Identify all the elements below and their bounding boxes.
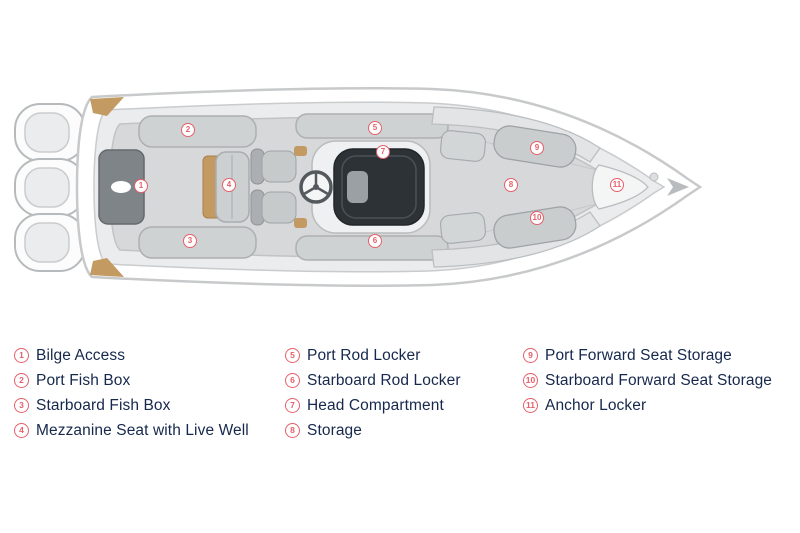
- legend-label: Storage: [307, 421, 362, 439]
- legend-label: Anchor Locker: [545, 396, 647, 414]
- callout-marker-3: 3: [183, 234, 197, 248]
- legend: 1 Bilge Access 2 Port Fish Box 3 Starboard Fi…: [14, 343, 800, 443]
- legend-number-badge: 9: [523, 348, 538, 363]
- stern-corner-pad-port: [90, 97, 124, 116]
- legend-label: Mezzanine Seat with Live Well: [36, 421, 249, 439]
- legend-number-badge: 2: [14, 373, 29, 388]
- legend-number-badge: 6: [285, 373, 300, 388]
- legend-label: Port Forward Seat Storage: [545, 346, 732, 364]
- starboard-mid-cushion: [439, 212, 487, 244]
- legend-item-7: 7 Head Compartment: [285, 393, 523, 418]
- legend-item-6: 6 Starboard Rod Locker: [285, 368, 523, 393]
- callout-marker-5: 5: [368, 121, 382, 135]
- legend-number-badge: 4: [14, 423, 29, 438]
- stern-corner-pad-starboard: [90, 258, 124, 277]
- legend-label: Port Fish Box: [36, 371, 131, 389]
- callout-marker-2: 2: [181, 123, 195, 137]
- callout-marker-11: 11: [610, 178, 624, 192]
- legend-label: Bilge Access: [36, 346, 126, 364]
- starboard-bow-backrest: [431, 211, 601, 268]
- callout-marker-8: 8: [504, 178, 518, 192]
- callout-marker-9: 9: [530, 141, 544, 155]
- callout-marker-6: 6: [368, 234, 382, 248]
- legend-label: Starboard Fish Box: [36, 396, 171, 414]
- center-console: [311, 140, 431, 234]
- legend-label: Starboard Forward Seat Storage: [545, 371, 773, 389]
- port-bow-backrest: [431, 106, 601, 163]
- helm-seats: [250, 146, 307, 228]
- port-fish-box-hatch: [138, 115, 257, 148]
- bilge-access-port: [111, 181, 131, 193]
- port-mid-cushion: [439, 130, 487, 162]
- legend-number-badge: 10: [523, 373, 538, 388]
- callout-marker-10: 10: [530, 211, 544, 225]
- legend-number-badge: 5: [285, 348, 300, 363]
- legend-number-badge: 11: [523, 398, 538, 413]
- legend-column-3: 9 Port Forward Seat Storage 10 Starboard Fo…: [523, 343, 800, 443]
- legend-number-badge: 7: [285, 398, 300, 413]
- legend-item-4: 4 Mezzanine Seat with Live Well: [14, 418, 285, 443]
- boat-top-view: [14, 87, 703, 287]
- engine-cowl-details: [24, 112, 70, 263]
- boat-deck-diagram: 1 2 3 4 5 6 7 8 9 10 11: [14, 87, 703, 287]
- legend-item-8: 8 Storage: [285, 418, 523, 443]
- steering-wheel-icon: [299, 170, 333, 204]
- callout-marker-7: 7: [376, 145, 390, 159]
- legend-number-badge: 8: [285, 423, 300, 438]
- legend-number-badge: 1: [14, 348, 29, 363]
- legend-item-3: 3 Starboard Fish Box: [14, 393, 285, 418]
- bow-light: [649, 172, 659, 182]
- legend-item-5: 5 Port Rod Locker: [285, 343, 523, 368]
- legend-label: Port Rod Locker: [307, 346, 421, 364]
- legend-item-11: 11 Anchor Locker: [523, 393, 800, 418]
- legend-label: Head Compartment: [307, 396, 444, 414]
- legend-column-2: 5 Port Rod Locker 6 Starboard Rod Locker 7 He…: [285, 343, 523, 443]
- legend-column-1: 1 Bilge Access 2 Port Fish Box 3 Starboard Fi…: [14, 343, 285, 443]
- legend-item-10: 10 Starboard Forward Seat Storage: [523, 368, 800, 393]
- callout-marker-4: 4: [222, 178, 236, 192]
- legend-number-badge: 3: [14, 398, 29, 413]
- starboard-fish-box-hatch: [138, 226, 257, 259]
- legend-item-9: 9 Port Forward Seat Storage: [523, 343, 800, 368]
- bow-cleat: [667, 178, 689, 196]
- legend-label: Starboard Rod Locker: [307, 371, 461, 389]
- legend-item-2: 2 Port Fish Box: [14, 368, 285, 393]
- legend-item-1: 1 Bilge Access: [14, 343, 285, 368]
- callout-marker-1: 1: [134, 179, 148, 193]
